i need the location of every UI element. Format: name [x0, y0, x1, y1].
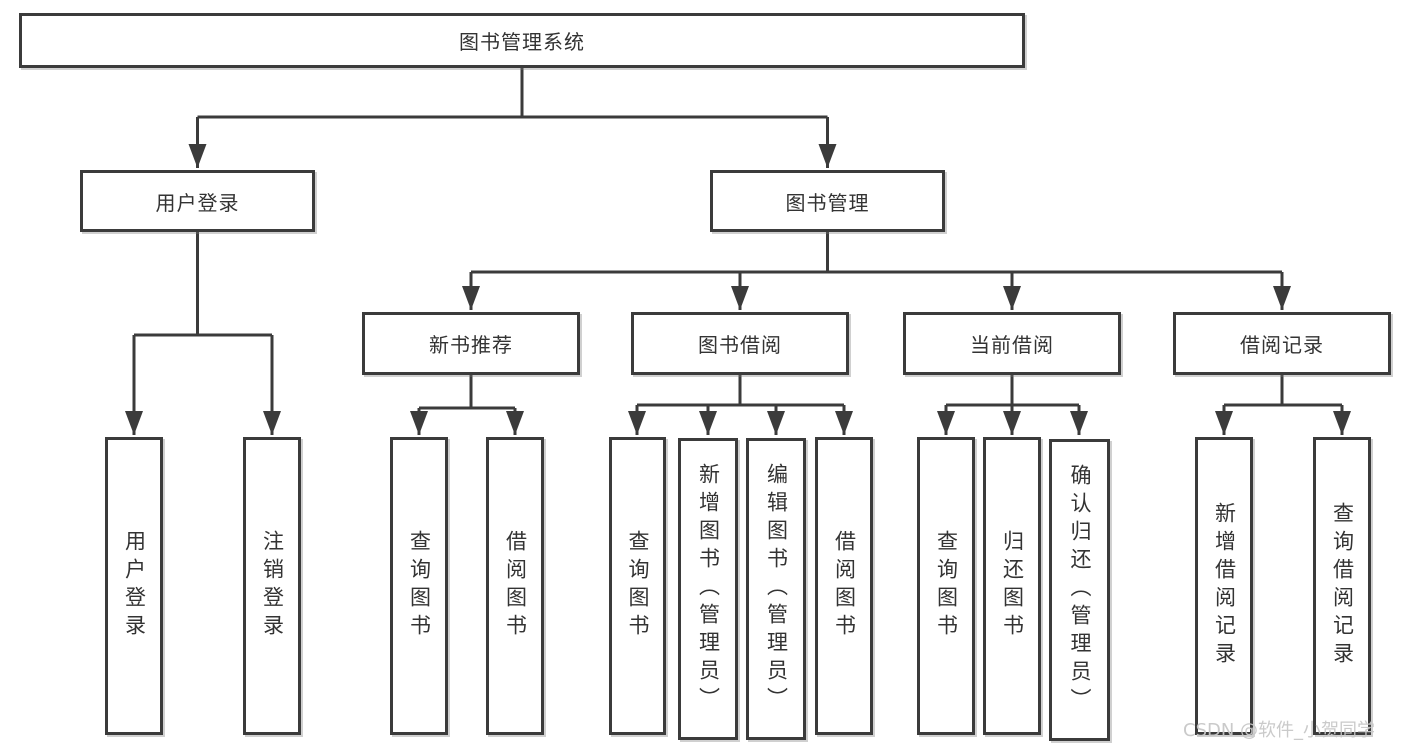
node-book-management: 图书管理 [710, 170, 945, 232]
node-current-borrow: 当前借阅 [903, 312, 1121, 375]
leaf-recommend-borrow-book: 借阅图书 [486, 437, 544, 735]
leaf-recommend-query-book: 查询图书 [390, 437, 448, 735]
leaf-logout-login: 注销登录 [243, 437, 301, 735]
node-book-borrow: 图书借阅 [631, 312, 849, 375]
node-borrow-record: 借阅记录 [1173, 312, 1391, 375]
node-new-book-recommend: 新书推荐 [362, 312, 580, 375]
leaf-record-query-borrow-record: 查询借阅记录 [1313, 437, 1371, 735]
leaf-record-add-borrow-record: 新增借阅记录 [1195, 437, 1253, 735]
leaf-borrow-query-book: 查询图书 [609, 437, 666, 735]
leaf-current-query-book: 查询图书 [917, 437, 975, 735]
csdn-watermark: CSDN @软件_小贺同学 [1183, 720, 1376, 741]
leaf-borrow-edit-book-admin: 编辑图书（管理员） [746, 438, 806, 740]
node-user-login: 用户登录 [80, 170, 315, 232]
leaf-current-return-book: 归还图书 [983, 437, 1041, 735]
leaf-current-confirm-return-admin: 确认归还（管理员） [1049, 439, 1110, 741]
leaf-user-login: 用户登录 [105, 437, 163, 735]
leaf-borrow-borrow-book: 借阅图书 [815, 437, 873, 735]
leaf-borrow-add-book-admin: 新增图书（管理员） [678, 438, 738, 740]
node-library-management-system: 图书管理系统 [19, 13, 1025, 68]
